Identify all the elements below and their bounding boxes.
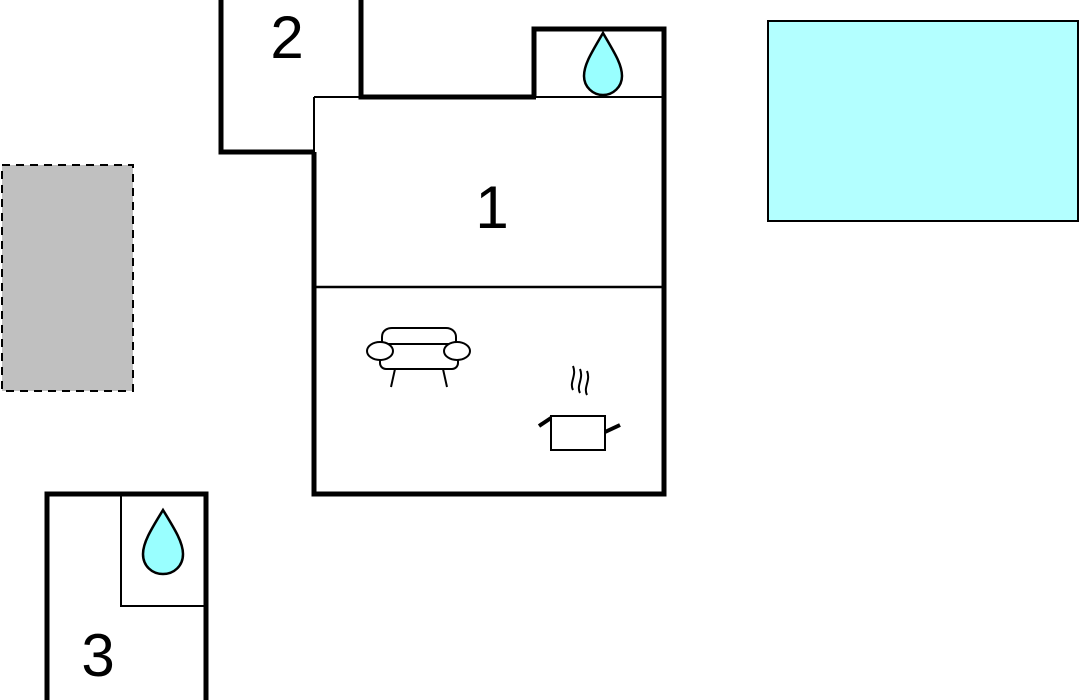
room-3-label: 3 [81,622,114,689]
room-3: 3 [44,491,209,700]
water-drop-icon [582,30,624,97]
sofa-icon [366,327,471,388]
room-1-walls [311,26,667,497]
room-3-bathroom-partition [120,494,206,607]
room-2-walls [218,0,314,155]
cooking-pot-icon [537,365,621,451]
room-2-label: 2 [270,4,303,71]
room-1: 1 [311,26,667,497]
room-2-wall-right [358,0,536,100]
water-drop-icon [141,507,185,576]
room-3-walls [44,491,209,700]
room-2: 2 [218,0,536,155]
terrace [1,164,134,392]
pool [767,20,1079,222]
room-1-label: 1 [475,174,508,241]
